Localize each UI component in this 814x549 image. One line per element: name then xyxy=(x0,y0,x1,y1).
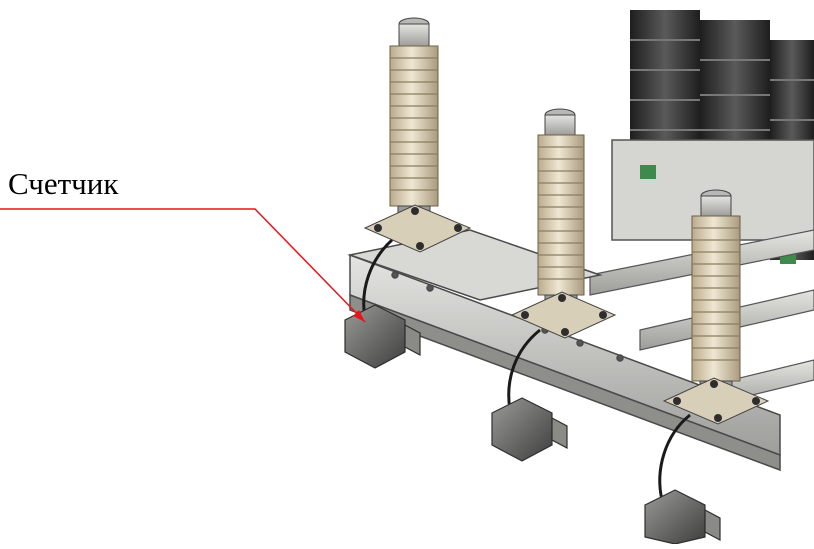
counter-2 xyxy=(491,397,568,462)
callout-label: Счетчик xyxy=(8,166,119,201)
insulator-3 xyxy=(662,189,770,425)
insulator-2 xyxy=(510,108,617,339)
counter-3 xyxy=(644,489,721,545)
callout-leader xyxy=(0,208,366,323)
counter-leads xyxy=(362,238,691,501)
insulator-1 xyxy=(363,17,472,253)
counter-1 xyxy=(344,304,421,369)
